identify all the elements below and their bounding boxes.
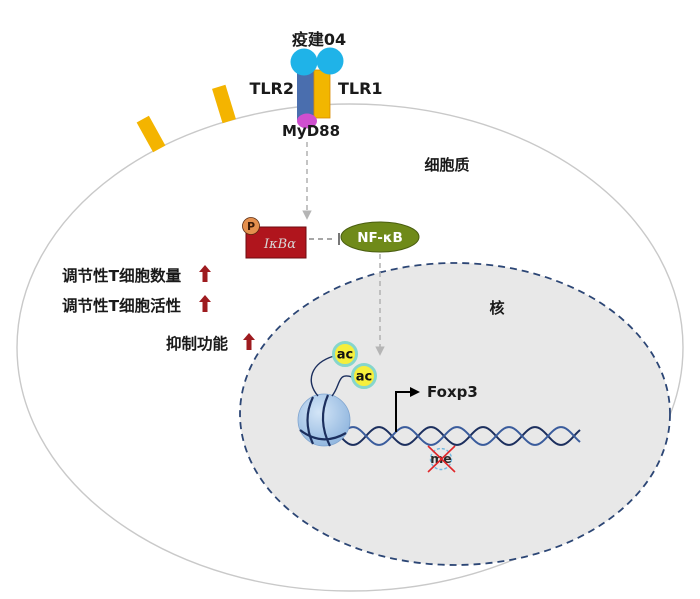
dna-strand-b xyxy=(339,426,581,446)
up-arrow-icon xyxy=(199,295,211,312)
nfkb-complex: NF-κB xyxy=(340,221,420,253)
effect-text: 抑制功能 xyxy=(166,334,229,353)
histone-tail-2 xyxy=(331,375,353,397)
up-arrow-icon xyxy=(243,333,255,350)
nucleus-label: 核 xyxy=(489,299,504,317)
nfkb-label: NF-κB xyxy=(357,230,403,246)
tlr1-receptor xyxy=(313,69,331,119)
effect-item: 调节性T细胞数量 xyxy=(62,265,211,285)
inhibition-connector xyxy=(309,233,340,245)
gene-label: Foxp3 xyxy=(427,383,478,401)
dna-strand-a xyxy=(339,426,581,446)
histone-tail-1 xyxy=(310,355,335,397)
phospho-label: P xyxy=(247,220,255,233)
transcription-start-arrow xyxy=(395,387,420,432)
acetyl-mark-1: ac xyxy=(332,341,358,367)
effect-text: 调节性T细胞数量 xyxy=(62,266,182,285)
effect-text: 调节性T细胞活性 xyxy=(62,296,182,315)
acetyl-label-1: ac xyxy=(337,348,353,363)
membrane-proteins xyxy=(136,84,236,153)
methyl-mark: me xyxy=(427,445,456,473)
nucleosome-dna-wrap xyxy=(299,394,347,447)
nucleus xyxy=(239,262,671,566)
chromatin: ac ac Foxp3 me xyxy=(297,341,581,473)
tlr2-receptor xyxy=(297,70,314,120)
nfkb-ellipse xyxy=(340,221,420,253)
membrane-protein-2 xyxy=(212,84,236,124)
tlr1-label: TLR1 xyxy=(338,79,383,98)
effect-item: 抑制功能 xyxy=(166,333,255,353)
acetyl-label-2: ac xyxy=(356,370,372,385)
membrane-protein-1 xyxy=(136,115,166,153)
receptor-complex xyxy=(290,47,344,129)
tlr2-label: TLR2 xyxy=(249,79,294,98)
effect-item: 调节性T细胞活性 xyxy=(62,295,211,315)
ligand-circle-left xyxy=(290,48,318,76)
cell-membrane xyxy=(16,103,684,592)
ligand-label: 疫建04 xyxy=(292,30,346,49)
up-arrow-icon xyxy=(199,265,211,282)
myd88-adaptor xyxy=(297,113,317,129)
cytoplasm-label: 细胞质 xyxy=(424,156,469,174)
phospho-circle xyxy=(242,217,260,235)
cancel-x-icon xyxy=(427,445,456,473)
ligand-circle-right xyxy=(316,47,344,75)
ikba-complex: IκBα P xyxy=(242,217,307,259)
myd88-label: MyD88 xyxy=(282,122,340,140)
acetyl-mark-2: ac xyxy=(351,363,377,389)
effects-list: 调节性T细胞数量 调节性T细胞活性 抑制功能 xyxy=(62,265,255,353)
ikba-label: IκBα xyxy=(263,237,296,252)
